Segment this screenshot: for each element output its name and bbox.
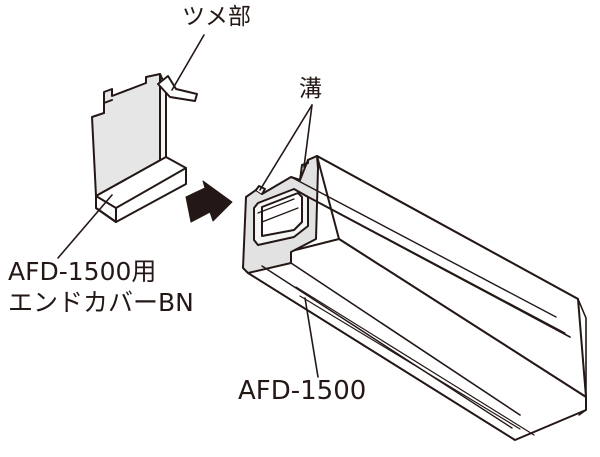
groove-label: 溝: [299, 76, 322, 102]
leader-tab: [171, 34, 205, 91]
leader-profile: [304, 297, 319, 378]
leader-groove-right: [303, 104, 313, 168]
tab-part-label: ツメ部: [182, 4, 251, 30]
rail-profile: [242, 155, 587, 441]
end-cover-tab: [157, 75, 198, 102]
end-cover-label-line1: AFD-1500用: [8, 257, 157, 286]
profile-label: AFD-1500: [238, 376, 367, 406]
end-cover-part: [91, 73, 198, 223]
end-cover-label: AFD-1500用 エンドカバーBN: [8, 256, 194, 318]
insert-arrow: [185, 180, 233, 223]
end-cover-label-line2: エンドカバーBN: [8, 288, 194, 317]
leader-groove-left: [259, 104, 313, 191]
leader-end-cover: [57, 194, 113, 259]
